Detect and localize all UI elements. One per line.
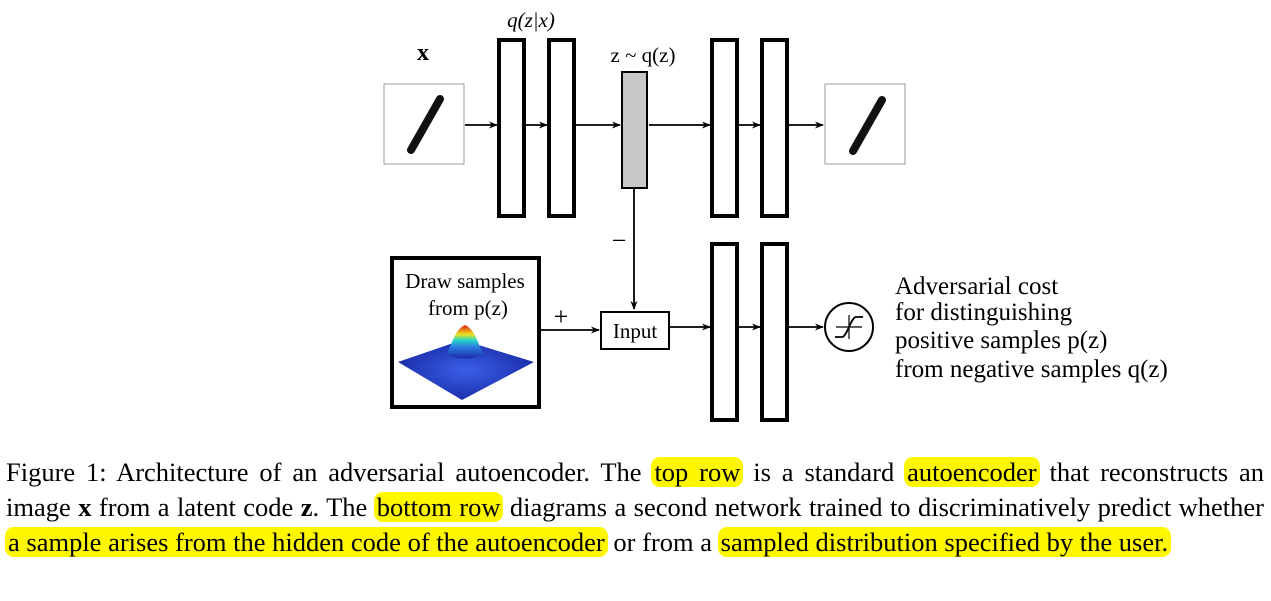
adversarial-line-3: positive samples p(z) [895, 327, 1107, 354]
plus-sign: + [554, 302, 569, 331]
caption-x-symbol: x [78, 491, 92, 522]
discriminator-layer-1 [710, 242, 739, 422]
figure-caption: Figure 1: Architecture of an adversarial… [5, 455, 1264, 559]
encoder-label: q(z|x) [507, 8, 555, 32]
digit-one-image [407, 95, 444, 154]
architecture-diagram: x q(z|x) z ~ q(z) − Draw samples from p(… [383, 8, 1168, 422]
decoder-layer-2 [760, 38, 789, 218]
caption-z-symbol: z [300, 491, 313, 522]
discriminator-layer-2 [760, 242, 789, 422]
latent-label: z ~ q(z) [611, 43, 676, 67]
caption-seg: from a latent code [91, 491, 301, 522]
latent-code [621, 71, 648, 189]
adversarial-line-1: Adversarial cost [895, 273, 1058, 300]
highlight-bottom-row: bottom row [373, 491, 504, 522]
input-node-label: Input [613, 319, 657, 343]
adversarial-line-4: from negative samples q(z) [895, 356, 1168, 383]
caption-seg: diagrams a second network trained to dis… [502, 491, 1264, 522]
caption-seg: or from a [606, 526, 719, 557]
gaussian-surface-plot [398, 325, 534, 400]
reconstructed-image [824, 83, 906, 165]
adversarial-line-2: for distinguishing [895, 299, 1073, 326]
caption-seg: that reconstructs an image [6, 457, 1264, 522]
highlight-sampled-distribution: sampled distribution specified by the us… [717, 526, 1172, 557]
encoder-layer-1 [497, 38, 526, 218]
input-node: Input [600, 311, 670, 350]
input-x-label: x [417, 40, 429, 66]
input-image [383, 83, 465, 165]
caption-seg: is a standard [742, 457, 906, 487]
prior-box-line2: from p(z) [428, 296, 508, 320]
highlight-hidden-code: a sample arises from the hidden code of … [5, 526, 608, 557]
digit-one-image [849, 96, 886, 155]
prior-box-line1: Draw samples [405, 269, 525, 293]
highlight-top-row: top row [651, 457, 744, 487]
encoder-layer-2 [547, 38, 576, 218]
caption-seg: . The [312, 491, 375, 522]
adversarial-cost-text: Adversarial cost for distinguishing posi… [895, 273, 1168, 383]
minus-sign: − [612, 226, 627, 255]
prior-samples-box: Draw samples from p(z) [390, 256, 541, 409]
caption-seg: Figure 1: Architecture of an adversarial… [6, 457, 653, 487]
sigmoid-icon [824, 302, 874, 352]
decoder-layer-1 [710, 38, 739, 218]
highlight-autoencoder: autoencoder [904, 457, 1040, 487]
